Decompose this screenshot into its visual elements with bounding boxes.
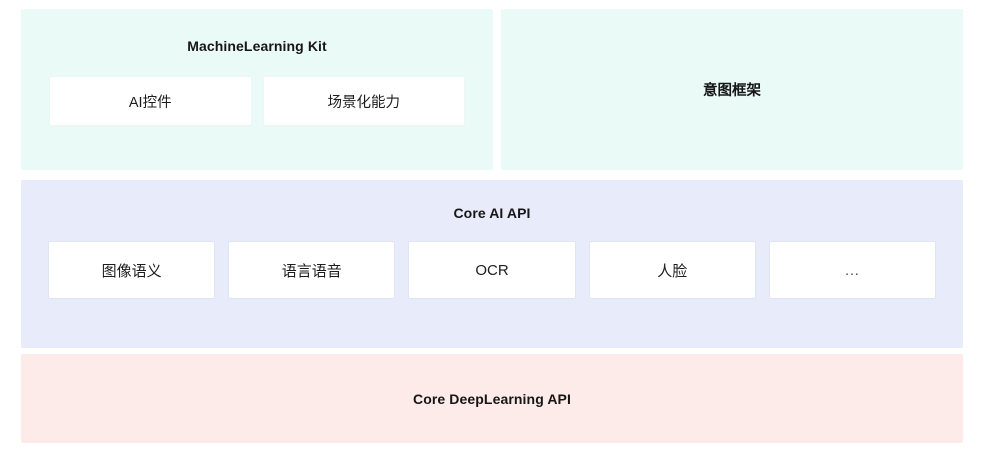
layer-machinelearning-kit: MachineLearning Kit AI控件 场景化能力 (21, 9, 493, 170)
layer-title-machinelearning-kit: MachineLearning Kit (187, 38, 327, 54)
machinelearning-kit-item-row: AI控件 场景化能力 (49, 76, 465, 126)
core-ai-api-item-row: 图像语义 语言语音 OCR 人脸 ... (48, 241, 937, 299)
item-box-face[interactable]: 人脸 (588, 241, 756, 299)
layer-title-core-deeplearning-api: Core DeepLearning API (413, 390, 571, 407)
top-layer-row: MachineLearning Kit AI控件 场景化能力 意图框架 (21, 9, 963, 170)
layer-title-intent-framework: 意图框架 (703, 83, 761, 99)
layer-title-core-ai-api: Core AI API (453, 205, 531, 221)
item-box-image-semantics[interactable]: 图像语义 (48, 241, 216, 299)
item-box-more-ellipsis[interactable]: ... (768, 241, 937, 299)
item-box-scenario-capability[interactable]: 场景化能力 (262, 76, 465, 126)
item-box-ocr[interactable]: OCR (408, 241, 576, 299)
item-box-ai-control[interactable]: AI控件 (49, 76, 252, 126)
layer-core-deeplearning-api: Core DeepLearning API (21, 354, 963, 443)
layer-core-ai-api: Core AI API 图像语义 语言语音 OCR 人脸 ... (21, 180, 963, 348)
item-box-language-speech[interactable]: 语言语音 (228, 241, 396, 299)
layer-intent-framework: 意图框架 (501, 9, 963, 170)
